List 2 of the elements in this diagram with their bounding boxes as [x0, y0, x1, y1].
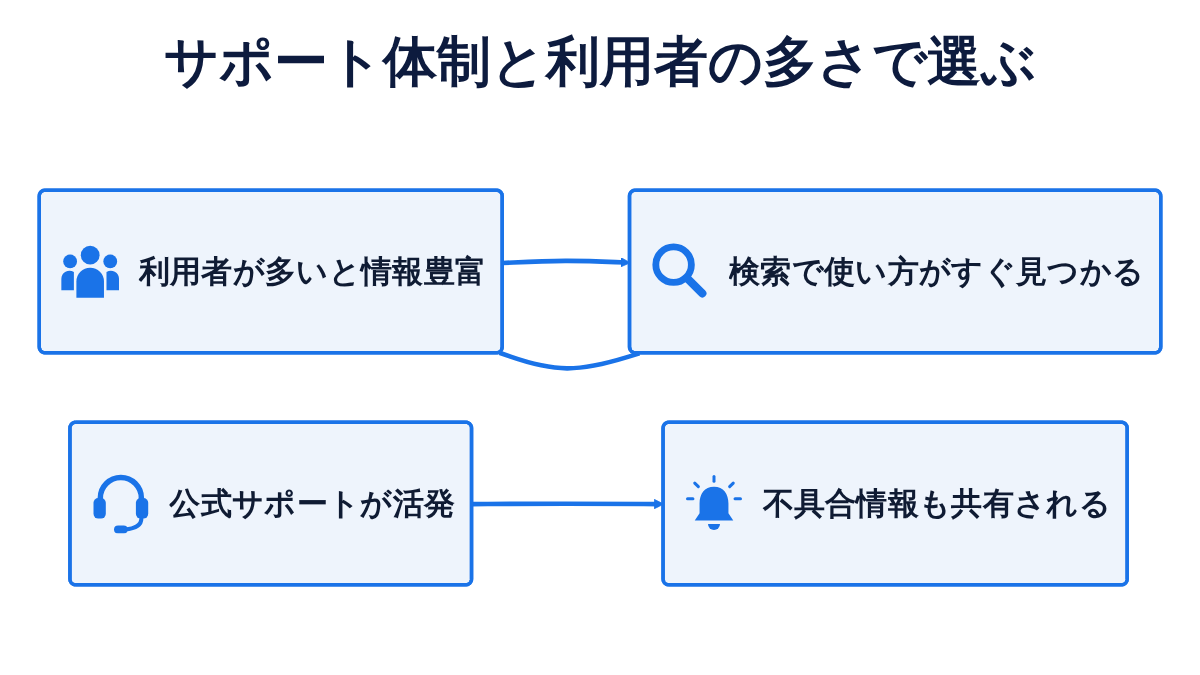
diagram-title: サポート体制と利用者の多さで選ぶ [164, 30, 1036, 95]
connector [498, 350, 641, 371]
